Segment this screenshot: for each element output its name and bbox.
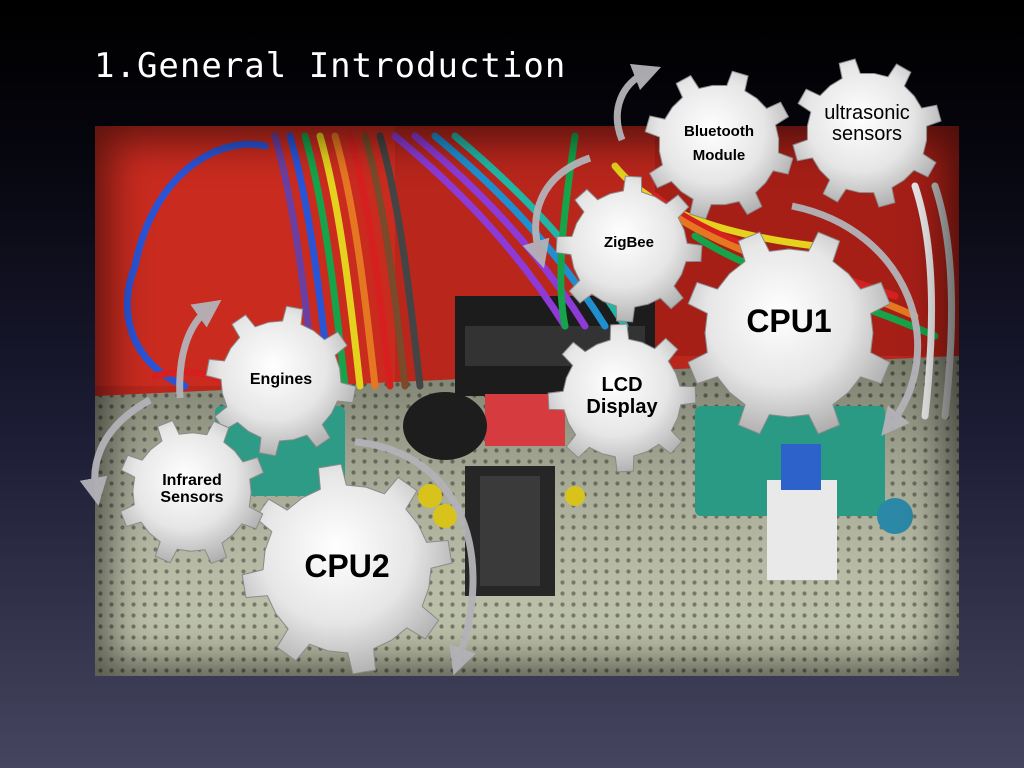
infrared-label: Infrared Sensors: [160, 473, 223, 507]
ultrasonic-gear: ultrasonic sensors: [792, 58, 942, 208]
cpu1-gear: CPU1: [684, 228, 894, 438]
infrared-gear: Infrared Sensors: [118, 418, 266, 566]
bluetooth-gear: Bluetooth Module: [644, 70, 794, 220]
zigbee-label: ZigBee: [604, 234, 654, 251]
slide-title: 1.General Introduction: [94, 46, 566, 86]
engines-label: Engines: [250, 371, 312, 389]
lcd-label: LCD Display: [586, 374, 657, 418]
cpu2-gear: CPU2: [242, 464, 452, 674]
cpu1-label: CPU1: [746, 303, 831, 340]
bluetooth-label: Bluetooth Module: [684, 120, 754, 168]
ultrasonic-label: ultrasonic sensors: [824, 103, 910, 145]
lcd-gear: LCD Display: [548, 324, 696, 472]
cpu2-label: CPU2: [304, 548, 389, 585]
